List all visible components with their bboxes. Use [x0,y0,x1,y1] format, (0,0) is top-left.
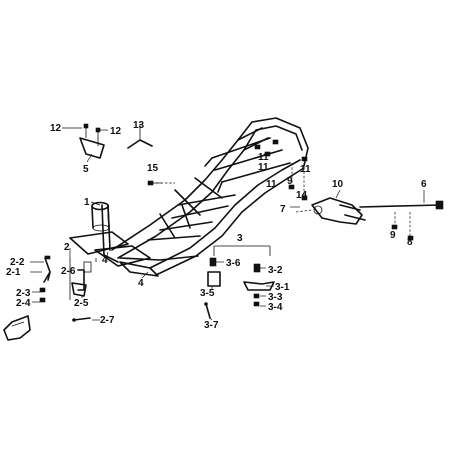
label-8: 8 [407,237,413,248]
label-13: 13 [133,120,145,131]
label-2-5: 2-5 [74,298,89,309]
leader-lines [30,127,425,321]
label-10: 10 [332,179,344,190]
label-6: 6 [421,179,427,190]
label-12-left: 12 [50,123,62,134]
label-5: 5 [83,164,89,175]
label-4-left: 4 [102,255,108,266]
label-14: 14 [296,190,308,201]
label-15: 15 [147,163,159,174]
label-2: 2 [64,242,70,253]
label-4-right: 4 [138,278,144,289]
label-2-4: 2-4 [16,298,31,309]
pin-2-7 [72,317,91,322]
steering-head-tube [91,201,110,232]
label-3-3: 3-3 [268,292,283,303]
label-2-2: 2-2 [10,257,25,268]
main-frame [69,117,309,277]
bracket-5 [79,123,105,159]
label-7: 7 [280,204,286,215]
label-3: 3 [237,233,243,244]
label-3-1: 3-1 [275,282,290,293]
lower-left-bracket [3,315,31,341]
label-2-1: 2-1 [6,267,21,278]
label-9-right: 9 [390,230,396,241]
stand-assembly [39,255,97,303]
label-3-4: 3-4 [268,302,283,313]
label-12-right: 12 [110,126,122,137]
label-9-top: 9 [287,176,293,187]
label-3-6: 3-6 [226,258,241,269]
long-bolt [359,200,444,210]
label-2-3: 2-3 [16,288,31,299]
label-11-d: 11 [266,179,277,190]
swing-arm-bracket [311,197,366,225]
bracket-13 [127,124,153,149]
label-3-2: 3-2 [268,265,283,276]
label-11-c: 11 [300,164,311,175]
brake-pedal-assembly [204,245,275,319]
label-2-6: 2-6 [61,266,76,277]
label-11-b: 11 [258,162,269,173]
label-2-7: 2-7 [100,315,115,326]
fasteners-rear [147,139,414,241]
callout-labels: 1 2 2-1 2-2 2-3 2-4 2-5 2-6 2-7 3 3-1 3-… [6,120,427,331]
label-3-5: 3-5 [200,288,215,299]
label-11-a: 11 [258,152,269,163]
label-3-7: 3-7 [204,320,219,331]
label-1: 1 [84,197,90,208]
